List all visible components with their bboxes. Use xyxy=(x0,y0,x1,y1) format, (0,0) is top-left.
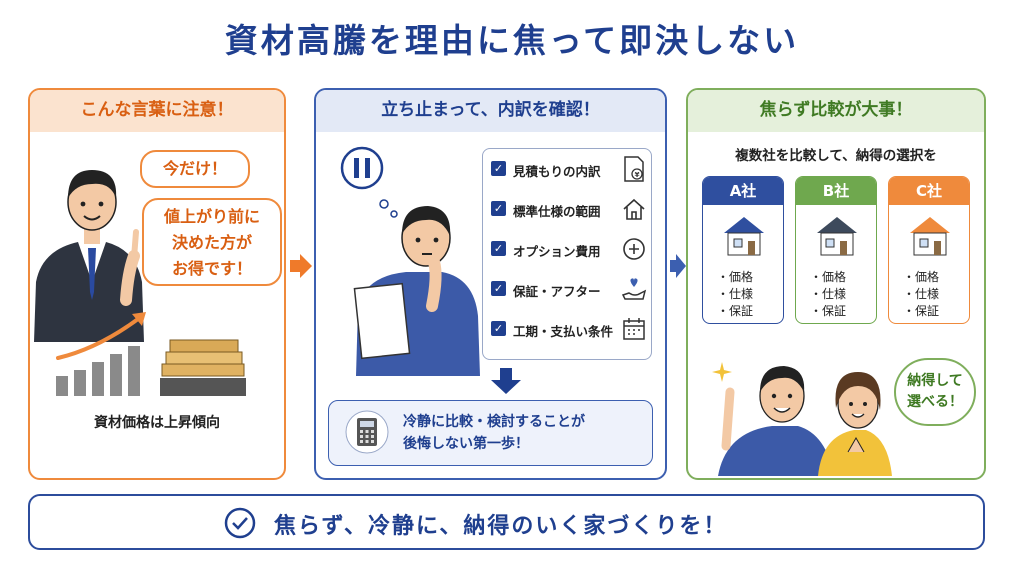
arrow-right-icon xyxy=(670,254,686,278)
company-criteria-list: ・価格 ・仕様 ・保証 xyxy=(717,269,753,320)
company-card-a: A社 ・価格 ・仕様 ・保証 xyxy=(702,176,784,324)
check-item-label: オプション費用 xyxy=(513,244,601,259)
hand-heart-icon xyxy=(621,278,647,300)
check-list: ✓ 見積もりの内訳 ¥ ✓ 標準仕様の範囲 ✓ オプション費用 ✓ 保証・アフタ… xyxy=(482,148,652,360)
arrow-down-icon xyxy=(491,368,521,394)
footer-text: 焦らず、冷静に、納得のいく家づくりを！ xyxy=(274,514,728,539)
company-criteria-list: ・価格 ・仕様 ・保証 xyxy=(810,269,846,320)
criteria-item: ・価格 xyxy=(903,270,940,284)
check-item-label: 保証・アフター xyxy=(513,284,601,299)
company-name: A社 xyxy=(703,177,783,205)
compare-panel-header: 焦らず比較が大事！ xyxy=(688,90,984,132)
company-card-c: C社 ・価格 ・仕様 ・保証 xyxy=(888,176,970,324)
check-item: ✓ オプション費用 xyxy=(491,235,647,265)
bubble-price-rise: 値上がり前に 決めた方が お得です！ xyxy=(142,198,282,286)
check-item-label: 見積もりの内訳 xyxy=(513,164,601,179)
pause-icon xyxy=(340,146,384,190)
house-icon xyxy=(817,217,857,256)
checked-box-icon: ✓ xyxy=(491,201,506,216)
calm-note: 冷静に比較・検討することが 後悔しない第一歩！ xyxy=(328,400,653,466)
bubble-line: 値上がり前に xyxy=(163,207,260,226)
company-criteria-list: ・価格 ・仕様 ・保証 xyxy=(903,269,939,320)
check-circle-icon xyxy=(224,507,256,539)
bubble-line: 決めた方が xyxy=(171,233,252,252)
bubble-satisfied: 納得して 選べる！ xyxy=(894,358,976,426)
company-card-b: B社 ・価格 ・仕様 ・保証 xyxy=(795,176,877,324)
rising-price-caption: 資材価格は上昇傾向 xyxy=(94,415,220,431)
criteria-item: ・仕様 xyxy=(810,287,847,301)
house-icon xyxy=(724,217,764,256)
page-title: 資材高騰を理由に焦って即決しない xyxy=(224,21,800,60)
thinking-man-illustration xyxy=(353,199,480,376)
footer-banner: 焦らず、冷静に、納得のいく家づくりを！ xyxy=(28,494,985,550)
bubble-line: お得です！ xyxy=(171,259,252,278)
checked-box-icon: ✓ xyxy=(491,281,506,296)
rising-price-illustration xyxy=(56,312,246,396)
checked-box-icon: ✓ xyxy=(491,321,506,336)
house-outline-icon xyxy=(623,198,645,220)
bubble-line: 選べる！ xyxy=(907,394,963,410)
check-item: ✓ 工期・支払い条件 xyxy=(491,315,647,345)
arrow-right-icon xyxy=(290,254,312,278)
bubble-line: 納得して xyxy=(907,373,963,389)
house-icon xyxy=(910,217,950,256)
company-name: C社 xyxy=(889,177,969,205)
check-item: ✓ 保証・アフター xyxy=(491,275,647,305)
couple-illustration xyxy=(712,362,892,476)
criteria-item: ・仕様 xyxy=(903,287,940,301)
calm-note-line: 冷静に比較・検討することが xyxy=(403,414,585,430)
criteria-item: ・保証 xyxy=(810,304,847,318)
criteria-item: ・仕様 xyxy=(717,287,754,301)
document-yen-icon: ¥ xyxy=(624,156,644,182)
bubble-only-now: 今だけ！ xyxy=(140,150,250,188)
company-name: B社 xyxy=(796,177,876,205)
calendar-icon xyxy=(623,318,645,340)
check-item: ✓ 標準仕様の範囲 xyxy=(491,195,647,225)
calculator-icon xyxy=(345,410,389,454)
checked-box-icon: ✓ xyxy=(491,241,506,256)
check-item: ✓ 見積もりの内訳 ¥ xyxy=(491,155,647,185)
check-panel: 立ち止まって、内訳を確認！ ✓ 見積もりの内訳 ¥ ✓ 標準仕様の範囲 ✓ オプ… xyxy=(314,88,667,480)
criteria-item: ・保証 xyxy=(717,304,754,318)
check-item-label: 工期・支払い条件 xyxy=(513,324,614,339)
criteria-item: ・価格 xyxy=(810,270,847,284)
check-panel-header: 立ち止まって、内訳を確認！ xyxy=(316,90,665,132)
warning-panel-header: こんな言葉に注意！ xyxy=(30,90,284,132)
plus-circle-icon xyxy=(623,238,645,260)
calm-note-line: 後悔しない第一歩！ xyxy=(403,436,529,452)
checked-box-icon: ✓ xyxy=(491,161,506,176)
compare-subtitle: 複数社を比較して、納得の選択を xyxy=(735,148,937,164)
criteria-item: ・保証 xyxy=(903,304,940,318)
compare-panel: 焦らず比較が大事！ 複数社を比較して、納得の選択を A社 ・価格 ・仕様 ・保証… xyxy=(686,88,986,480)
criteria-item: ・価格 xyxy=(717,270,754,284)
check-item-label: 標準仕様の範囲 xyxy=(513,204,601,219)
calm-note-text: 冷静に比較・検討することが 後悔しない第一歩！ xyxy=(403,411,585,455)
warning-panel: こんな言葉に注意！ 今だけ！ 値上がり前に 決めた方が お得です！ 資材価格は上… xyxy=(28,88,286,480)
salesman-illustration xyxy=(34,170,144,342)
svg-text:¥: ¥ xyxy=(635,171,640,179)
